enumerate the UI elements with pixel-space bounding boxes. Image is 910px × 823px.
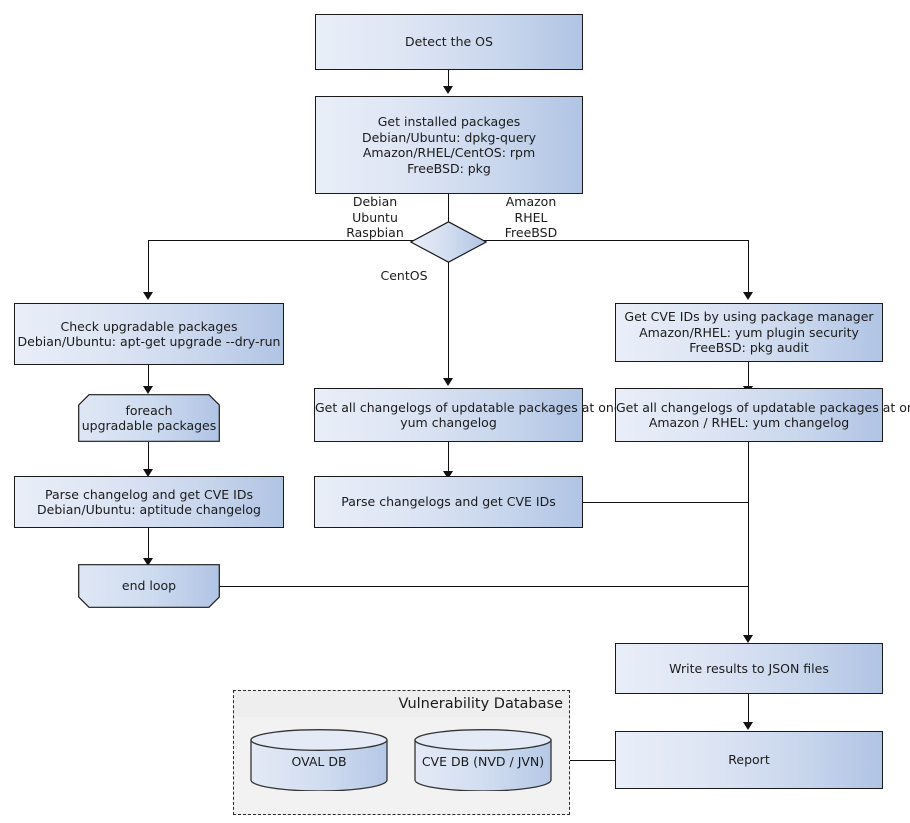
node-get-cve-package-manager[interactable]: Get CVE IDs by using package manager Ama… <box>615 303 883 362</box>
edge-label-left-line2: Ubuntu <box>352 209 398 225</box>
edge-left-branch <box>148 240 150 293</box>
edge-vulndb-to-report <box>570 760 616 762</box>
node-get-installed-packages[interactable]: Get installed packages Debian/Ubuntu: dp… <box>315 96 583 194</box>
node-get-installed-line1: Get installed packages <box>377 114 521 129</box>
edge-label-left-line3: Raspbian <box>346 225 404 240</box>
arrowhead-report <box>743 722 753 730</box>
db-oval[interactable]: OVAL DB <box>250 729 388 792</box>
edge-center-branch <box>448 262 450 379</box>
arrowhead-get-changelogs-centos <box>443 378 453 386</box>
node-end-loop-label: end loop <box>121 578 177 594</box>
edge-label-right-branch: Amazon RHEL FreeBSD <box>486 194 576 241</box>
edge-label-left-line1: Debian <box>352 194 398 209</box>
edge-installed-to-decision <box>448 194 450 223</box>
node-get-installed-line4: FreeBSD: pkg <box>407 160 491 176</box>
edge-join-to-writejson <box>748 442 750 638</box>
edge-detect-to-installed <box>448 70 450 88</box>
edge-foreach-to-parse <box>148 442 150 471</box>
arrowhead-get-cve-pkgmgr <box>743 292 753 300</box>
node-foreach-line1: foreach <box>125 402 173 418</box>
node-get-changelogs-rhel[interactable]: Get all changelogs of updatable packages… <box>615 388 910 442</box>
vulnerability-database-title: Vulnerability Database <box>234 691 569 717</box>
node-write-json-label: Write results to JSON files <box>669 660 829 676</box>
arrowhead-parse-changelog-deb <box>143 469 153 477</box>
edge-parsecentos-to-join <box>583 502 749 504</box>
db-cve[interactable]: CVE DB (NVD / JVN) <box>414 729 552 792</box>
node-report[interactable]: Report <box>615 731 883 789</box>
node-get-installed-line2: Debian/Ubuntu: dpkg-query <box>361 129 537 145</box>
node-parse-changelogs-centos[interactable]: Parse changelogs and get CVE IDs <box>314 476 583 528</box>
arrowhead-check-upgradable <box>143 292 153 300</box>
edge-right-branch <box>748 240 750 293</box>
node-get-changelogs-centos[interactable]: Get all changelogs of updatable packages… <box>314 388 628 442</box>
edge-centoschangelog-to-parse <box>448 442 450 474</box>
edge-label-right-line3: FreeBSD <box>504 225 558 240</box>
arrowhead-foreach <box>143 386 153 394</box>
node-check-upgradable-line1: Check upgradable packages <box>60 318 238 334</box>
node-get-cve-pkgmgr-line3: FreeBSD: pkg audit <box>689 340 809 356</box>
node-foreach-line2: upgradable packages <box>81 418 217 433</box>
edge-label-right-line1: Amazon <box>505 194 557 209</box>
arrowhead-parse-changelogs-centos <box>443 471 453 479</box>
edge-label-right-line2: RHEL <box>514 209 548 225</box>
node-detect-os-label: Detect the OS <box>405 34 493 50</box>
node-check-upgradable-line2: Debian/Ubuntu: apt-get upgrade --dry-run <box>17 334 281 349</box>
edge-label-centos: CentOS <box>380 268 428 283</box>
node-report-label: Report <box>728 752 770 768</box>
vulnerability-database-title-label: Vulnerability Database <box>398 696 563 712</box>
node-get-cve-pkgmgr-line1: Get CVE IDs by using package manager <box>624 309 874 325</box>
node-get-installed-line3: Amazon/RHEL/CentOS: rpm <box>362 145 536 160</box>
node-write-results-json[interactable]: Write results to JSON files <box>615 643 883 694</box>
arrowhead-write-json <box>743 635 753 643</box>
edge-label-left-branch: Debian Ubuntu Raspbian <box>330 194 420 241</box>
node-end-loop[interactable]: end loop <box>78 564 220 608</box>
edge-endloop-to-join <box>216 586 749 588</box>
db-cve-label: CVE DB (NVD / JVN) <box>421 754 545 769</box>
edge-parse-to-endloop <box>148 528 150 560</box>
edge-writejson-to-report <box>748 694 750 724</box>
node-detect-os[interactable]: Detect the OS <box>315 14 583 70</box>
node-parse-changelogs-centos-label: Parse changelogs and get CVE IDs <box>341 494 556 510</box>
node-foreach-upgradable-packages[interactable]: foreach upgradable packages <box>78 394 220 442</box>
node-get-changelogs-centos-line2: yum changelog <box>400 415 497 430</box>
edge-cve-to-rhelchangelog <box>748 362 750 387</box>
edge-check-to-foreach <box>148 365 150 387</box>
node-check-upgradable-packages[interactable]: Check upgradable packages Debian/Ubuntu:… <box>14 303 284 365</box>
node-get-changelogs-rhel-line2: Amazon / RHEL: yum changelog <box>648 415 850 430</box>
node-get-changelogs-rhel-line1: Get all changelogs of updatable packages… <box>616 399 910 415</box>
node-os-decision-diamond[interactable] <box>409 221 488 263</box>
node-get-changelogs-centos-line1: Get all changelogs of updatable packages… <box>315 399 629 415</box>
node-parse-changelog-debian[interactable]: Parse changelog and get CVE IDs Debian/U… <box>14 476 284 528</box>
node-get-cve-pkgmgr-line2: Amazon/RHEL: yum plugin security <box>639 324 859 340</box>
db-oval-label: OVAL DB <box>291 754 347 769</box>
node-parse-changelog-deb-line1: Parse changelog and get CVE IDs <box>45 486 253 502</box>
node-parse-changelog-deb-line2: Debian/Ubuntu: aptitude changelog <box>37 502 261 517</box>
arrowhead-installed <box>443 86 453 94</box>
arrowhead-end-loop <box>143 558 153 566</box>
